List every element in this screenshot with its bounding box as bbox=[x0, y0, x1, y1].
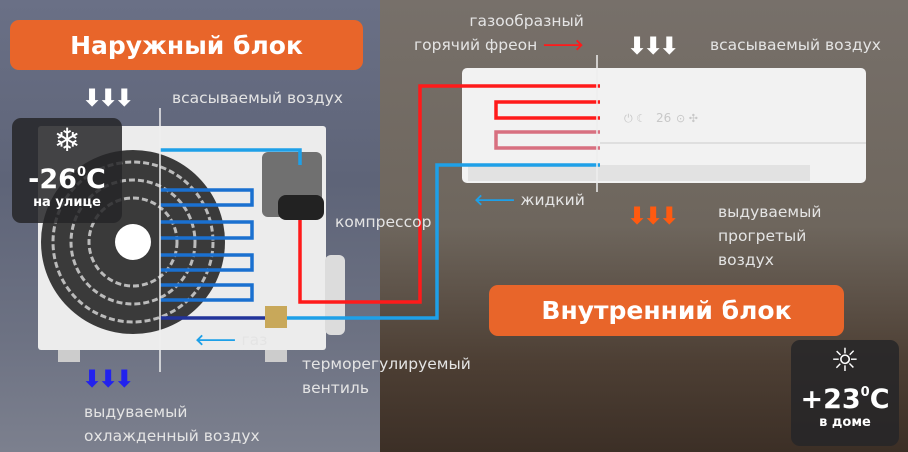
warm-air-arrows-icon: ⬇⬇⬇ bbox=[627, 202, 679, 230]
refrigerant-pipes bbox=[160, 84, 600, 320]
indoor-unit-title: Внутренний блок bbox=[489, 285, 844, 336]
indoor-unit bbox=[462, 68, 866, 183]
outdoor-temperature-caption: на улице bbox=[33, 195, 101, 210]
compressor-label: компрессор bbox=[335, 213, 432, 231]
outdoor-unit-title: Наружный блок bbox=[10, 20, 363, 70]
indoor-temperature: +230C bbox=[800, 384, 890, 415]
arrow-left-icon: 🡐 bbox=[474, 191, 516, 209]
cold-air-arrows-icon: ⬇⬇⬇ bbox=[82, 365, 134, 393]
outdoor-temperature-panel: ❄ -260C на улице bbox=[12, 118, 122, 223]
arrow-left-icon: 🡐 bbox=[195, 331, 237, 349]
outdoor-intake-label: всасываемый воздух bbox=[172, 89, 343, 107]
gas-label: 🡐 газ bbox=[195, 331, 268, 349]
sun-icon: ☼ bbox=[830, 341, 860, 379]
liquid-label: 🡐 жидкий bbox=[474, 191, 585, 209]
outdoor-temperature: -260C bbox=[28, 164, 106, 195]
indoor-intake-label: всасываемый воздух bbox=[710, 36, 881, 54]
expansion-valve bbox=[265, 306, 287, 328]
snowflake-icon: ❄ bbox=[53, 121, 81, 159]
unit-display: 26 bbox=[656, 111, 671, 125]
unit-display-icons-2: ⊙ ✣ bbox=[676, 112, 698, 125]
indoor-temperature-caption: в доме bbox=[819, 415, 871, 430]
indoor-intake-arrows-icon: ⬇⬇⬇ bbox=[627, 32, 679, 60]
indoor-temperature-panel: ☼ +230C в доме bbox=[791, 340, 899, 446]
arrow-right-icon: 🡒 bbox=[542, 36, 584, 55]
intake-arrows-icon: ⬇⬇⬇ bbox=[82, 84, 134, 112]
unit-display-icons: ⏻ ☾ bbox=[624, 112, 646, 125]
